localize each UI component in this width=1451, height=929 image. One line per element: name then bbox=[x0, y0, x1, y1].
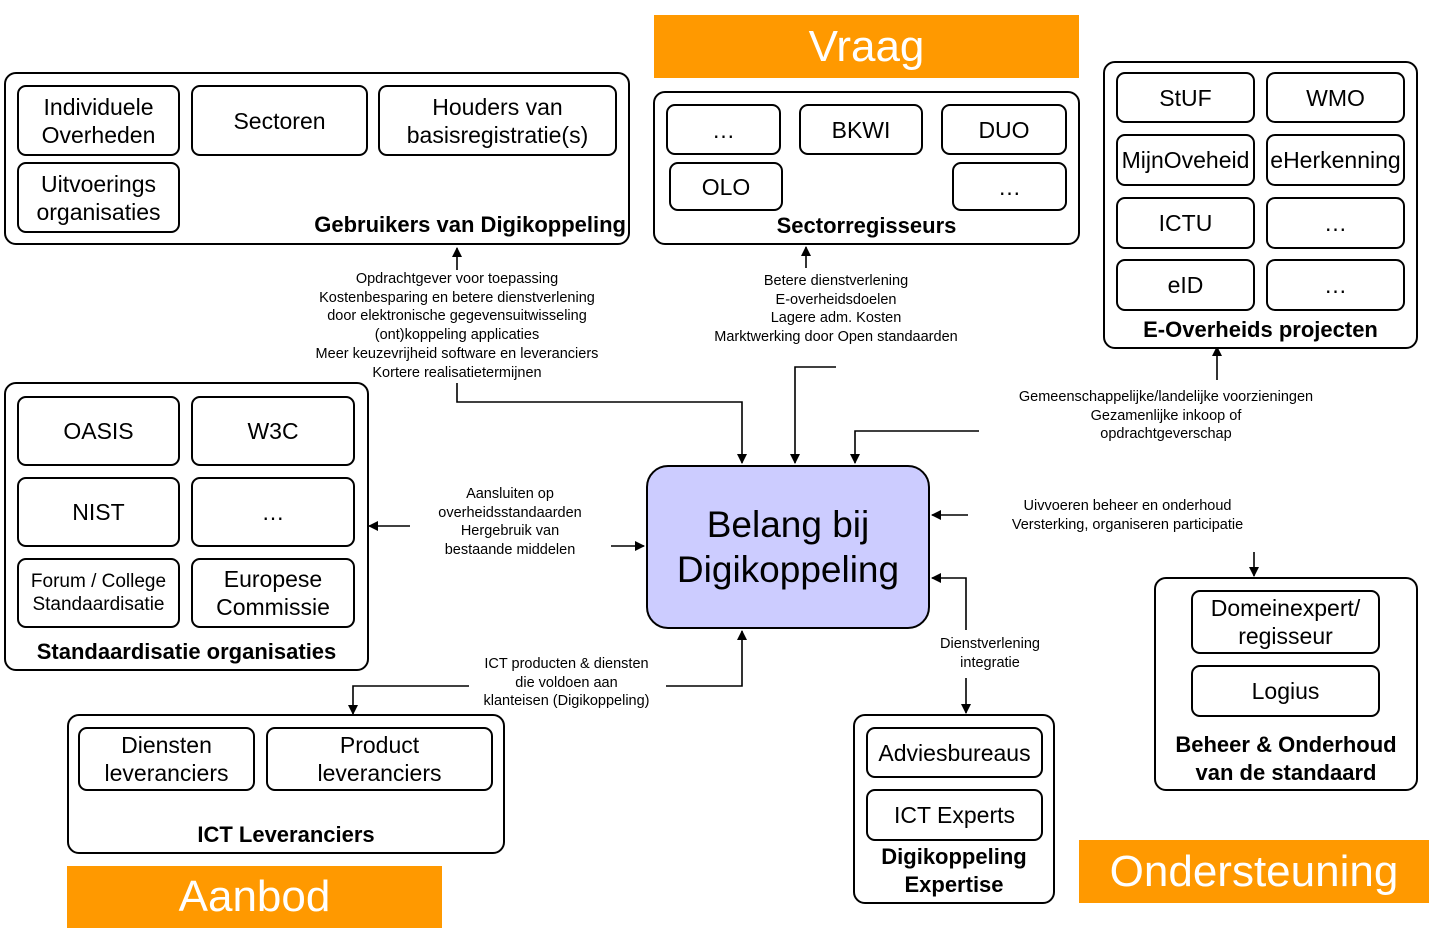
box-sectoren: Sectoren bbox=[191, 85, 368, 156]
banner-vraag: Vraag bbox=[654, 15, 1079, 78]
box-houders-basisregistratie: Houders van basisregistratie(s) bbox=[378, 85, 617, 156]
box-eherkenning: eHerkenning bbox=[1266, 134, 1405, 186]
arrow-expertise-to-center bbox=[931, 573, 967, 630]
note-beheer: Uivvoeren beheer en onderhoud Versterkin… bbox=[1011, 498, 1244, 533]
box-duo: DUO bbox=[941, 104, 1067, 155]
box-ict-experts: ICT Experts bbox=[866, 789, 1043, 841]
title-ict-leveranciers: ICT Leveranciers bbox=[197, 822, 375, 847]
title-sectorregisseurs: Sectorregisseurs bbox=[776, 213, 957, 238]
note-eoverheid: Gemeenschappelijke/landelijke voorzienin… bbox=[1018, 389, 1314, 443]
title-beheer: Beheer & Onderhoud van de standaard bbox=[1175, 732, 1397, 785]
note-ict: ICT producten & diensten die voldoen aan… bbox=[483, 656, 650, 710]
box-mijnoverheid: MijnOveheid bbox=[1116, 134, 1255, 186]
box-ictu: ICTU bbox=[1116, 197, 1255, 249]
center-belang-bij-digikoppeling: Belang bij Digikoppeling bbox=[646, 465, 930, 629]
box-logius: Logius bbox=[1191, 665, 1380, 717]
box-w3c: W3C bbox=[191, 396, 355, 466]
box-eoverheid-ellipsis-2: … bbox=[1266, 259, 1405, 311]
box-sector-ellipsis-1: … bbox=[666, 104, 781, 155]
box-standaard-ellipsis: … bbox=[191, 477, 355, 547]
box-individuele-overheden: Individuele Overheden bbox=[17, 85, 180, 156]
box-diensten-leveranciers: Diensten leveranciers bbox=[78, 727, 255, 791]
box-domeinexpert: Domeinexpert/ regisseur bbox=[1191, 590, 1380, 654]
box-nist: NIST bbox=[17, 477, 180, 547]
note-standaard: Aansluiten op overheidsstandaarden Herge… bbox=[438, 486, 582, 559]
arrow-sector-to-center bbox=[790, 366, 836, 464]
title-gebruikers: Gebruikers van Digikoppeling bbox=[314, 212, 626, 237]
box-forum-college: Forum / College Standaardisatie bbox=[17, 558, 180, 628]
arrow-eoverheid-to-center bbox=[850, 430, 979, 464]
box-adviesbureaus: Adviesbureaus bbox=[866, 727, 1043, 778]
box-bkwi: BKWI bbox=[799, 104, 923, 155]
box-sector-ellipsis-2: … bbox=[952, 162, 1067, 211]
banner-ondersteuning: Ondersteuning bbox=[1079, 840, 1429, 903]
title-eoverheid: E-Overheids projecten bbox=[1143, 317, 1378, 342]
box-wmo: WMO bbox=[1266, 72, 1405, 123]
box-oasis: OASIS bbox=[17, 396, 180, 466]
box-uitvoerings-organisaties: Uitvoerings organisaties bbox=[17, 162, 180, 233]
box-olo: OLO bbox=[669, 162, 783, 211]
title-expertise: Digikoppeling Expertise bbox=[881, 844, 1027, 897]
box-product-leveranciers: Product leveranciers bbox=[266, 727, 493, 791]
box-europese-commissie: Europese Commissie bbox=[191, 558, 355, 628]
box-eid: eID bbox=[1116, 259, 1255, 311]
arrow-ict-to-center bbox=[666, 630, 747, 687]
arrow-to-ict bbox=[348, 685, 469, 715]
note-gebruikers: Opdrachtgever voor toepassing Kostenbesp… bbox=[315, 271, 599, 381]
note-expertise: Dienstverlening integratie bbox=[940, 636, 1040, 671]
banner-aanbod: Aanbod bbox=[67, 866, 442, 928]
box-eoverheid-ellipsis-1: … bbox=[1266, 197, 1405, 249]
title-standaardisatie: Standaardisatie organisaties bbox=[36, 639, 337, 664]
arrow-gebruikers-to-center bbox=[456, 383, 747, 464]
note-sector: Betere dienstverlening E-overheidsdoelen… bbox=[714, 273, 958, 346]
box-stuf: StUF bbox=[1116, 72, 1255, 123]
